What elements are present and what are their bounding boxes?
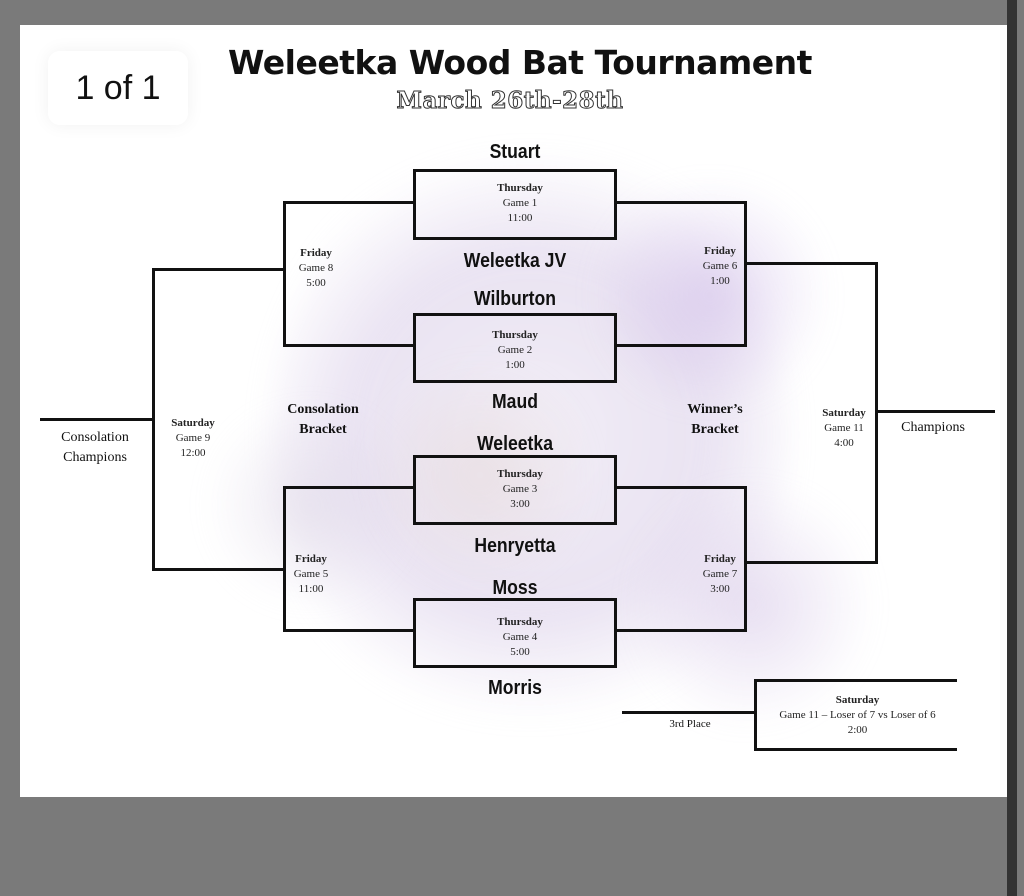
game-3-box [413,455,617,525]
smoke-decoration [620,485,880,725]
team-stuart: Stuart [489,141,541,163]
team-wilburton: Wilburton [474,288,556,310]
team-morris: Morris [488,677,542,699]
scrollbar[interactable] [1007,0,1017,896]
team-weleetka-jv: Weleetka JV [463,250,567,272]
third-place-label: 3rd Place [669,718,711,730]
page-counter: 1 of 1 [48,51,188,125]
team-henryetta: Henryetta [474,535,556,557]
champions-label: Champions [901,420,965,435]
consolation-champion-line [40,418,155,421]
bracket-sheet [20,25,1016,797]
champion-line [875,410,995,413]
third-place-line [622,711,757,714]
team-moss: Moss [492,577,538,599]
smoke-decoration [580,185,840,405]
team-maud: Maud [492,391,538,413]
page-title: Weleetka Wood Bat Tournament [228,43,812,82]
game-5-bracket [283,486,416,632]
game-7-bracket [614,486,747,632]
game-11-bracket [744,262,878,564]
tournament-dates: March 26th-28th [396,87,624,115]
game-6-bracket [614,201,747,347]
game-1-box [413,169,617,240]
game-2-box [413,313,617,383]
third-place-bracket [754,679,957,751]
team-weleetka: Weleetka [476,433,553,455]
smoke-decoration [370,355,590,595]
game-8-bracket [283,201,416,347]
game-4-box [413,598,617,668]
